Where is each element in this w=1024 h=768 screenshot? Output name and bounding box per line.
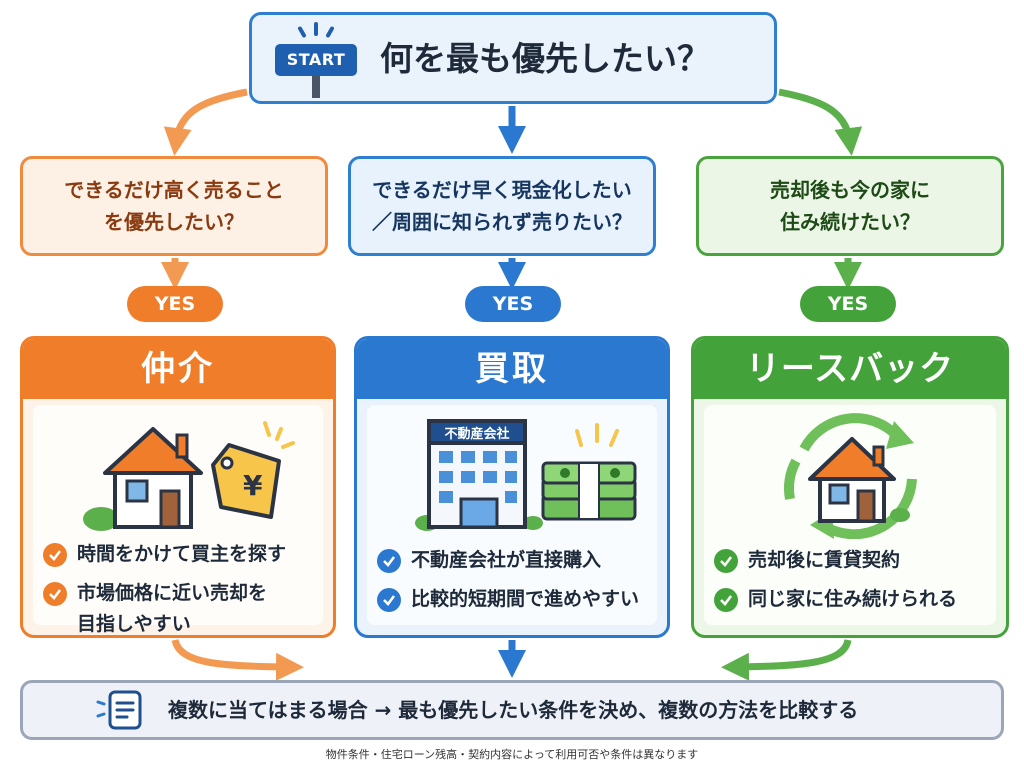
bullet-list: 時間をかけて買主を探す 市場価格に近い売却を 目指しやすい: [43, 539, 317, 635]
check-icon: [43, 582, 67, 606]
footnote: 物件条件・住宅ローン残高・契約内容によって利用可否や条件は異なります: [325, 748, 699, 761]
bullet-item: 売却後に賃貸契約: [714, 545, 990, 576]
question-line: できるだけ早く現金化したい: [372, 178, 632, 202]
start-question: 何を最も優先したい？: [380, 39, 710, 78]
question-lease: 売却後も今の家に 住み続けたい？: [696, 156, 1004, 256]
bullet-text: 不動産会社が直接購入: [411, 549, 602, 571]
bullet-item: 不動産会社が直接購入: [377, 545, 651, 576]
question-broker: できるだけ高く売ること を優先したい？: [20, 156, 328, 256]
bullet-item: 同じ家に住み続けられる: [714, 584, 990, 615]
price-tag-yen-icon: ¥: [211, 421, 295, 519]
bullet-list: 売却後に賃貸契約 同じ家に住み続けられる: [714, 545, 990, 623]
document-icon: [96, 690, 142, 730]
house-icon: ¥: [83, 421, 295, 531]
check-icon: [377, 588, 401, 612]
question-line: 住み続けたい？: [780, 210, 920, 234]
result-body: 売却後に賃貸契約 同じ家に住み続けられる: [704, 405, 996, 625]
arrow-start-to-lease: [778, 88, 863, 156]
question-buyout: できるだけ早く現金化したい ／周囲に知られず売りたい？: [348, 156, 656, 256]
question-line: できるだけ高く売ること: [64, 178, 284, 202]
start-sign: START: [275, 44, 357, 76]
summary-box: [20, 680, 1004, 740]
cash-stack-icon: [541, 423, 637, 521]
result-body: ¥ 時間をかけて買主を探す 市場価格に近い売却を: [33, 405, 323, 635]
yes-badge-broker: YES: [127, 286, 223, 322]
check-icon: [377, 549, 401, 573]
sparkle-icon: [314, 22, 318, 36]
start-box: [249, 12, 777, 104]
office-building-icon: 不動産会社: [415, 419, 637, 531]
bullet-text: 時間をかけて買主を探す: [77, 543, 287, 565]
bullet-item: 時間をかけて買主を探す: [43, 539, 317, 570]
result-title: 買取: [357, 339, 667, 399]
house-icon: [808, 437, 910, 523]
result-title: 仲介: [23, 339, 333, 399]
summary-text: 複数に当てはまる場合 → 最も優先したい条件を決め、複数の方法を比較する: [168, 698, 859, 722]
cycle-arrows-icon: [784, 413, 917, 539]
check-icon: [714, 588, 738, 612]
arrow-broker-to-summary: [171, 638, 304, 681]
question-line: を優先したい？: [104, 210, 244, 234]
arrow-lease-to-summary: [721, 638, 852, 681]
bullet-text: 比較的短期間で進めやすい: [411, 588, 640, 610]
bullet-item: 比較的短期間で進めやすい: [377, 584, 651, 615]
bullet-text: 市場価格に近い売却を 目指しやすい: [77, 582, 268, 635]
building-sign: 不動産会社: [444, 426, 509, 442]
bullet-text: 同じ家に住み続けられる: [748, 588, 958, 610]
tag-symbol: ¥: [243, 469, 263, 502]
result-title: リースバック: [694, 339, 1006, 399]
result-card-lease: リースバック 売却後に賃貸契約: [691, 336, 1009, 638]
result-body: 不動産会社: [367, 405, 657, 625]
bullet-text: 売却後に賃貸契約: [748, 549, 901, 571]
check-icon: [714, 549, 738, 573]
check-icon: [43, 543, 67, 567]
yes-badge-lease: YES: [800, 286, 896, 322]
bullet-item: 市場価格に近い売却を 目指しやすい: [43, 578, 317, 635]
sign-pole: [312, 76, 320, 98]
result-card-buyout: 買取 不動産会社: [354, 336, 670, 638]
question-line: 売却後も今の家に: [770, 178, 930, 202]
yes-badge-buyout: YES: [465, 286, 561, 322]
result-card-broker: 仲介 ¥ 時間をかけて買主を探す: [20, 336, 336, 638]
bullet-list: 不動産会社が直接購入 比較的短期間で進めやすい: [377, 545, 651, 623]
arrow-start-to-broker: [163, 88, 248, 156]
question-line: ／周囲に知られず売りたい？: [372, 210, 632, 234]
